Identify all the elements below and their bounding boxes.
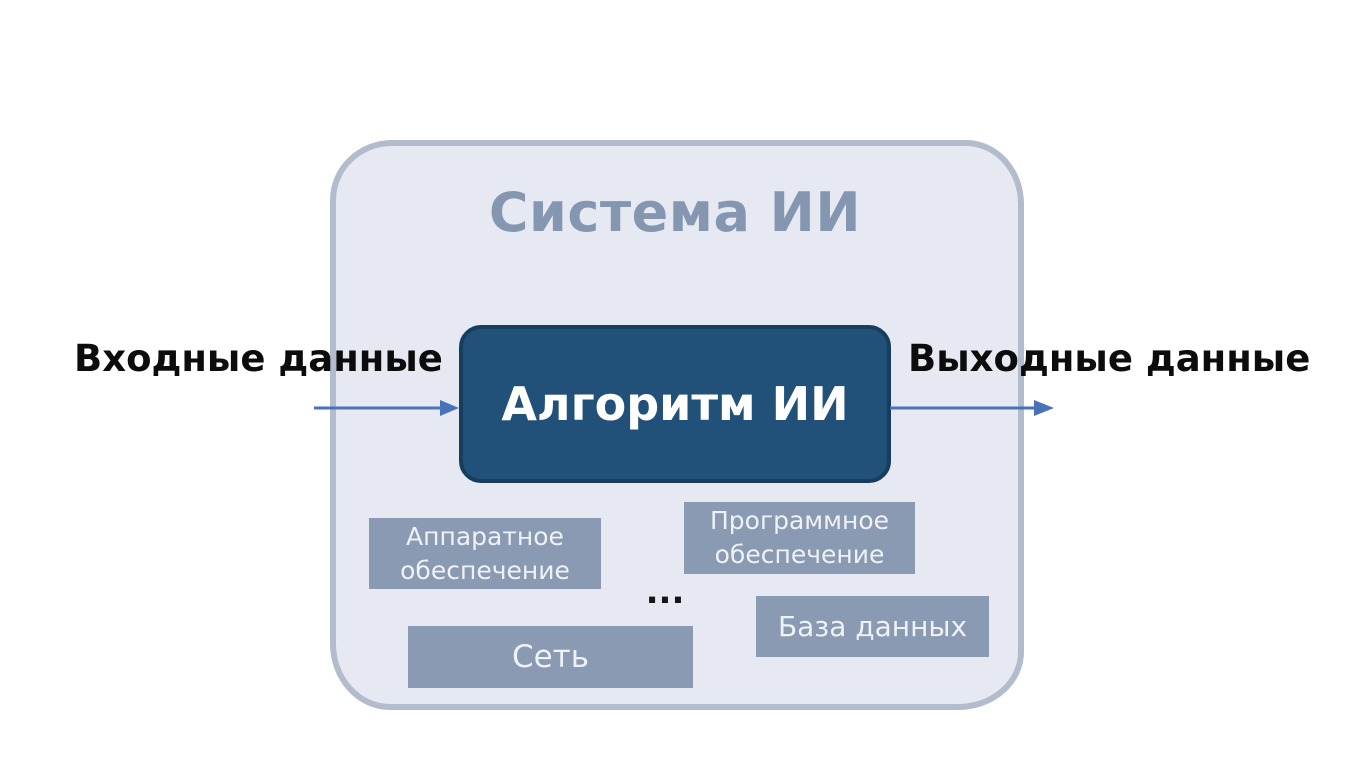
system-title: Система ИИ	[488, 181, 862, 244]
more-components-ellipsis: ...	[645, 572, 685, 612]
ai-algorithm-label: Алгоритм ИИ	[501, 377, 849, 431]
database-component: База данных	[756, 596, 989, 657]
ai-algorithm-box: Алгоритм ИИ	[459, 325, 891, 483]
input-arrow	[314, 400, 459, 416]
output-data-label: Выходные данные	[908, 337, 1311, 380]
network-component: Сеть	[408, 626, 693, 688]
output-arrow	[890, 400, 1054, 416]
software-component: Программное обеспечение	[684, 502, 915, 574]
hardware-component: Аппаратное обеспечение	[369, 518, 601, 589]
input-data-label: Входные данные	[74, 337, 443, 380]
